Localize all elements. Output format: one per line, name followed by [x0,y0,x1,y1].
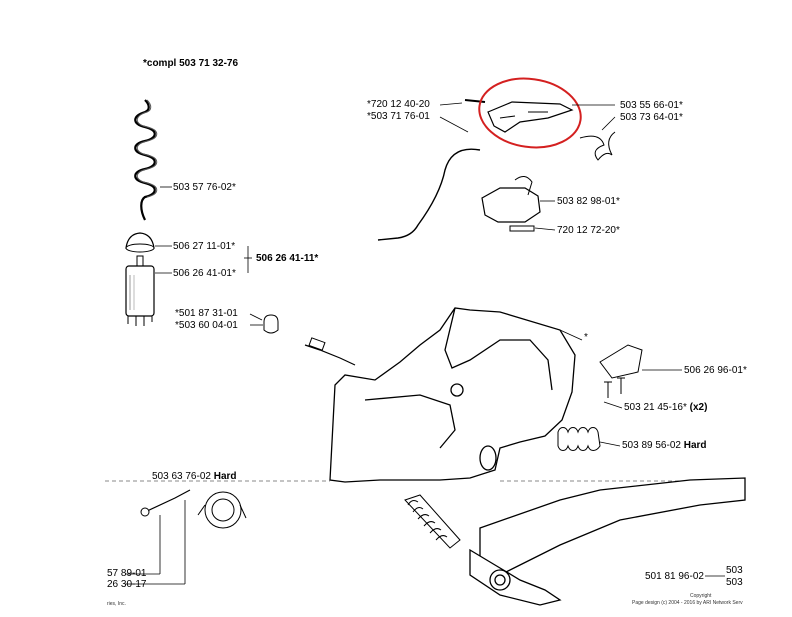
label-503600401[interactable]: *503 60 04-01 [175,320,238,331]
rear-handle-part[interactable] [329,307,576,483]
screw-part[interactable] [604,377,625,398]
label-compl[interactable]: *compl 503 71 32-76 [143,58,239,69]
front-handle-bar-part[interactable] [469,477,746,606]
label-cut-503-a[interactable]: 503 [726,565,743,576]
page-design-credit: Page design (c) 2004 - 2016 by ARI Netwo… [632,600,743,606]
label-503829801[interactable]: 503 82 98-01* [557,196,620,207]
throttle-trigger-part[interactable] [487,101,574,133]
throttle-cable-part[interactable] [377,99,486,241]
label-503736401[interactable]: 503 73 64-01* [620,112,683,123]
stud-part[interactable] [140,489,191,517]
filter-cap-part[interactable] [125,232,155,253]
label-503577602[interactable]: 503 57 76-02* [173,182,236,193]
label-503895602-suffix: Hard [683,440,707,451]
label-kit-506264111[interactable]: 506 26 41-11* [256,253,319,264]
grommet-part[interactable] [263,314,279,334]
label-503214516[interactable]: 503 21 45-16* (x2) [624,402,707,414]
label-506271101[interactable]: 506 27 11-01* [173,241,236,252]
damper-hard-1-part[interactable] [557,427,601,451]
footer-left: ries, Inc. [107,601,126,607]
label-506269601[interactable]: 506 26 96-01* [684,365,747,376]
label-578901[interactable]: 57 89-01 [107,568,147,579]
label-506264101[interactable]: 506 26 41-01* [173,268,236,279]
highlight-circle [478,77,582,149]
label-cut-503-b[interactable]: 503 [726,577,743,588]
fuel-filter-part[interactable] [125,255,155,326]
leader-lines [125,102,725,585]
muffler-part[interactable] [197,491,247,529]
label-501819602[interactable]: 501 81 96-02 [645,571,704,582]
pin-part[interactable] [509,225,535,232]
label-503637602-number: 503 63 76-02 [152,471,211,479]
label-263017[interactable]: 26 30-17 [107,579,147,590]
label-503637602-suffix: Hard [213,471,237,479]
label-503717601[interactable]: *503 71 76-01 [367,111,430,122]
label-501873101[interactable]: *501 87 31-01 [175,308,238,319]
label-503556601[interactable]: 503 55 66-01* [620,100,683,111]
label-503637602[interactable]: 503 63 76-02 Hard [152,471,237,479]
label-503895602[interactable]: 503 89 56-02 Hard [622,440,707,452]
label-720124020[interactable]: *720 12 40-20 [367,99,430,110]
damper-hard-2-part[interactable] [404,494,461,549]
label-503214516-qty: (x2) [689,402,708,413]
spring-part[interactable] [134,99,158,221]
copyright-label: Copyright [690,593,712,599]
label-503214516-number: 503 21 45-16* [624,402,687,413]
label-720127220[interactable]: 720 12 72-20* [557,225,620,236]
torsion-spring-part[interactable] [579,131,616,161]
fuel-hose-part[interactable] [304,337,356,366]
throttle-lockout-part[interactable] [481,176,541,223]
bracket-part[interactable] [599,344,643,379]
label-handle-star[interactable]: * [584,332,588,343]
label-503895602-number: 503 89 56-02 [622,440,681,451]
